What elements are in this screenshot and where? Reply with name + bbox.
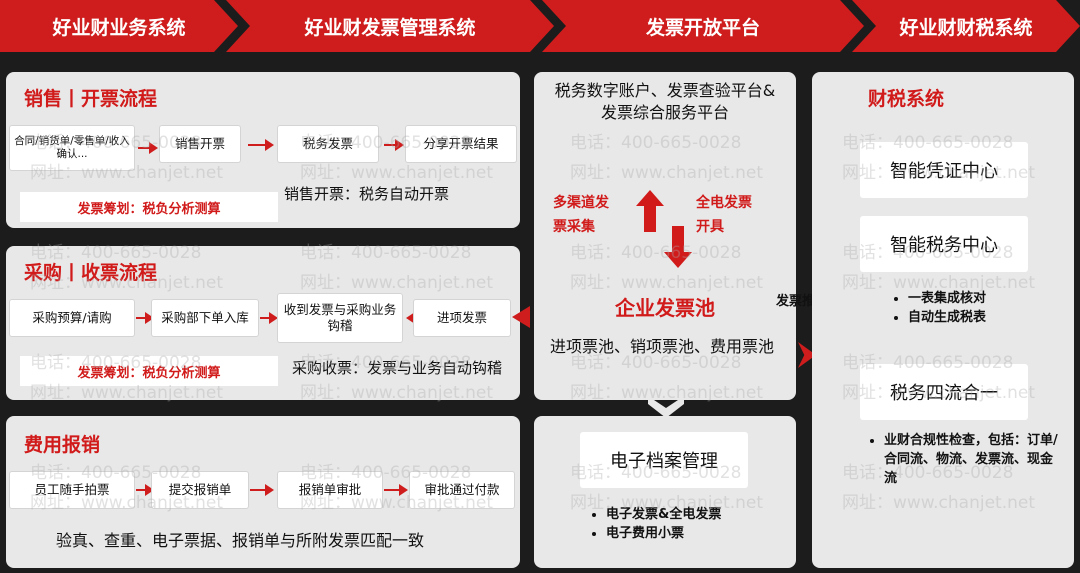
tax-center-item: 自动生成税表	[908, 309, 986, 328]
archive-item: 电子费用小票	[606, 525, 721, 544]
header-invoice-management: 好业财发票管理系统	[226, 0, 554, 52]
platform-left-label: 多渠道发票采集	[553, 195, 609, 235]
sales-box-invoice: 销售开票	[160, 126, 240, 162]
sales-plan: 发票筹划：税负分析测算	[20, 192, 278, 222]
header-invoice-platform: 发票开放平台	[542, 0, 864, 52]
purchase-box-budget: 采购预算/请购	[10, 300, 134, 336]
tax-center-list: 一表集成核对 自动生成税表	[890, 290, 986, 328]
arrow-right-icon	[248, 139, 274, 151]
platform-right-label: 全电发票开具	[696, 195, 752, 235]
tax-title: 财税系统	[868, 88, 945, 110]
header-business-system: 好业财业务系统	[0, 0, 238, 52]
chevron-down-icon	[648, 396, 684, 418]
arrow-left-icon	[406, 312, 415, 324]
sales-note: 销售开票：税务自动开票	[284, 185, 450, 203]
platform-panel	[534, 72, 796, 400]
arrow-right-icon	[384, 484, 408, 496]
expense-box-pay: 审批通过付款	[410, 472, 514, 508]
sales-box-share: 分享开票结果	[406, 126, 516, 162]
arrow-right-icon	[136, 484, 154, 496]
archive-item: 电子发票&全电发票	[606, 506, 721, 525]
expense-box-submit: 提交报销单	[152, 472, 248, 508]
purchase-box-order: 采购部下单入库	[152, 300, 258, 336]
purchase-title: 采购丨收票流程	[24, 262, 158, 284]
arrow-right-icon	[250, 484, 274, 496]
purchase-box-input-invoice: 进项发票	[414, 300, 510, 336]
purchase-box-match: 收到发票与采购业务钩稽	[278, 294, 402, 342]
tax-box-tax-center: 智能税务中心	[860, 216, 1028, 272]
header-label: 好业财财税系统	[899, 16, 1033, 39]
expense-note: 验真、查重、电子票据、报销单与所附发票匹配一致	[56, 531, 425, 550]
header-label: 发票开放平台	[645, 16, 760, 39]
invoice-pool-title: 企业发票池	[615, 296, 715, 320]
sales-title: 销售丨开票流程	[24, 88, 158, 110]
arrow-right-icon	[136, 312, 154, 324]
header-tax-system: 好业财财税系统	[852, 0, 1080, 52]
expense-box-approve: 报销单审批	[278, 472, 382, 508]
arrow-right-icon	[138, 142, 158, 154]
sales-box-source: 合同/销货单/零售单/收入确认...	[10, 126, 134, 170]
tax-box-voucher: 智能凭证中心	[860, 142, 1028, 198]
header-label: 好业财业务系统	[52, 16, 186, 39]
purchase-note: 采购收票：发票与业务自动钩稽	[292, 359, 503, 377]
platform-top-text: 税务数字账户、发票查验平台&发票综合服务平台	[554, 81, 776, 122]
archive-title: 电子档案管理	[580, 432, 748, 488]
sales-box-tax-invoice: 税务发票	[278, 126, 378, 162]
archive-list: 电子发票&全电发票 电子费用小票	[588, 506, 721, 544]
arrow-right-icon	[260, 312, 278, 324]
arrow-right-icon	[384, 139, 404, 151]
purchase-plan: 发票筹划：税负分析测算	[20, 356, 278, 386]
four-flows-item: 业财合规性检查，包括：订单/合同流、物流、发票流、现金流	[884, 432, 1060, 489]
four-flows-list: 业财合规性检查，包括：订单/合同流、物流、发票流、现金流	[866, 432, 1060, 489]
expense-title: 费用报销	[24, 434, 101, 456]
invoice-pool-desc: 进项票池、销项票池、费用票池	[550, 337, 775, 356]
tax-center-item: 一表集成核对	[908, 290, 986, 309]
bidirectional-arrow-icon	[636, 190, 692, 268]
tax-box-four-flows: 税务四流合一	[860, 364, 1028, 420]
header-label: 好业财发票管理系统	[304, 16, 476, 39]
expense-box-photo: 员工随手拍票	[10, 472, 134, 508]
